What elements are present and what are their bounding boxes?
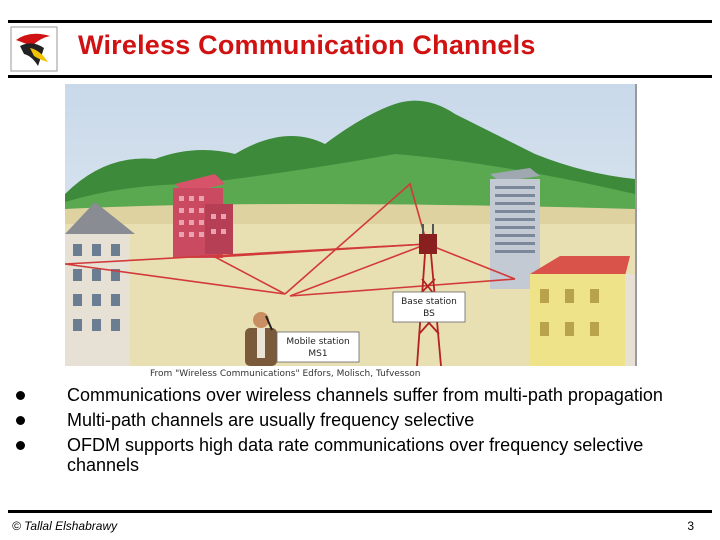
bullet-text: Communications over wireless channels su… xyxy=(67,385,663,405)
multipath-illustration: Base station BS Mobile station MS1 xyxy=(65,84,637,366)
base-station-label: Base station BS xyxy=(392,291,466,323)
bullet-item: Multi-path channels are usually frequenc… xyxy=(16,410,676,430)
bullet-item: Communications over wireless channels su… xyxy=(16,385,676,405)
bullet-text: OFDM supports high data rate communicati… xyxy=(67,435,644,475)
title-rule xyxy=(8,75,712,78)
bullet-text: Multi-path channels are usually frequenc… xyxy=(67,410,475,430)
bullet-icon xyxy=(16,416,25,425)
mobile-station-label: Mobile station MS1 xyxy=(276,331,360,363)
bullet-item: OFDM supports high data rate communicati… xyxy=(16,435,676,475)
bullet-icon xyxy=(16,441,25,450)
signal-paths xyxy=(65,182,516,297)
pink-tower xyxy=(173,174,233,258)
slide-title: Wireless Communication Channels xyxy=(78,30,536,60)
right-house xyxy=(530,256,635,366)
mobile-station-abbrev: MS1 xyxy=(308,349,327,359)
figure-credit: From "Wireless Communications" Edfors, M… xyxy=(150,369,421,379)
base-station-abbrev: BS xyxy=(423,309,435,319)
footer-author: © Tallal Elshabrawy xyxy=(12,519,118,533)
mobile-user xyxy=(245,312,277,366)
bottom-rule xyxy=(8,510,712,513)
mobile-station-text: Mobile station xyxy=(286,337,349,347)
base-station-text: Base station xyxy=(401,297,457,307)
page-number: 3 xyxy=(687,519,694,533)
left-house xyxy=(65,202,135,366)
top-rule xyxy=(8,20,712,23)
bullet-icon xyxy=(16,391,25,400)
office-tower xyxy=(490,168,540,289)
university-logo-icon xyxy=(10,26,58,72)
bullet-list: Communications over wireless channels su… xyxy=(16,385,676,480)
